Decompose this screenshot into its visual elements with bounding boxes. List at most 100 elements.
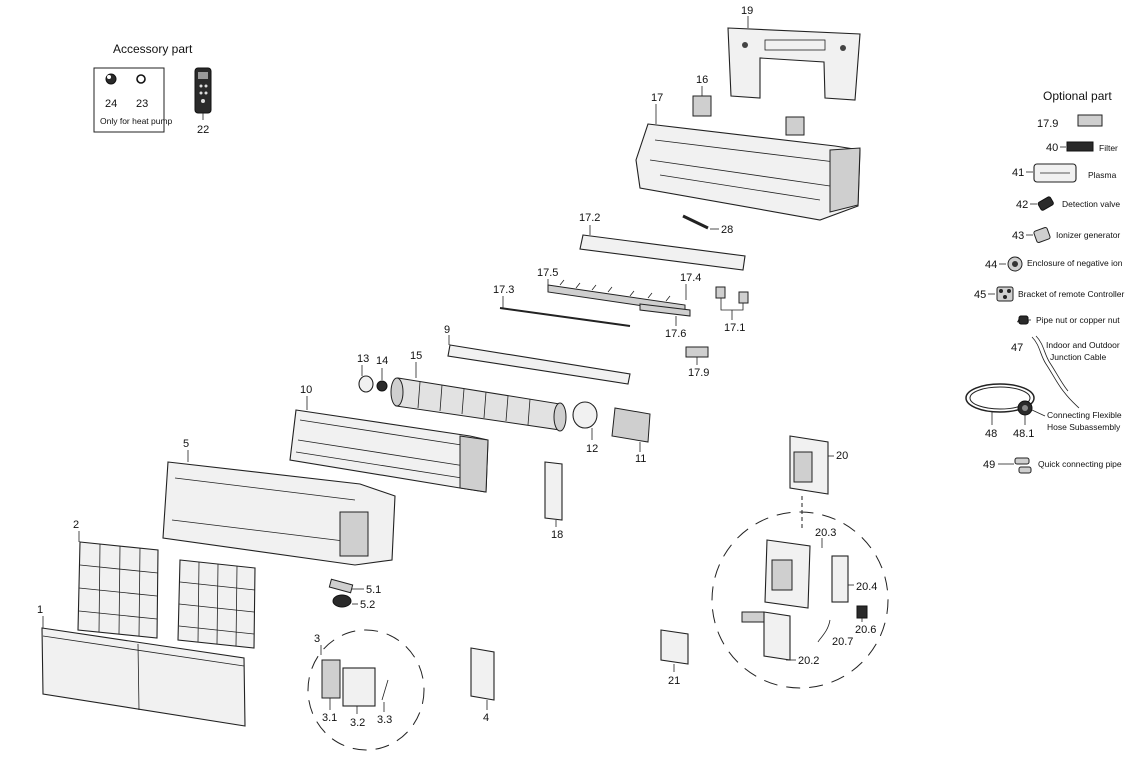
- opt-num-47: 47: [1011, 342, 1023, 354]
- part-16-clip: [692, 95, 712, 117]
- label-28: 28: [721, 224, 733, 236]
- filter-icon: [1066, 141, 1094, 152]
- remote-controller-icon: [194, 67, 212, 114]
- part-18-holder: [544, 461, 563, 521]
- label-3-2: 3.2: [350, 717, 365, 729]
- part-5-front-case: [162, 461, 396, 566]
- label-17-2: 17.2: [579, 212, 600, 224]
- part-17-3-rod: [499, 307, 631, 327]
- part-17-chassis: [635, 123, 861, 221]
- part-2-filter-right: [177, 559, 256, 649]
- label-12: 12: [586, 443, 598, 455]
- part-3-2-cover: [342, 667, 376, 707]
- circle-group-3: [307, 629, 425, 751]
- part-2-filter-left: [77, 541, 159, 639]
- pipe-nut-icon: [1018, 315, 1029, 325]
- opt-num-44: 44: [985, 259, 997, 271]
- part-17-1-motor-right: [738, 291, 749, 304]
- label-2: 2: [73, 519, 79, 531]
- opt-text-48-line2: Hose Subassembly: [1047, 422, 1121, 432]
- label-20-2: 20.2: [798, 655, 819, 667]
- label-3-1: 3.1: [322, 712, 337, 724]
- opt-text-42b: Detection valve: [1062, 199, 1120, 209]
- part-4-terminal-cover: [470, 647, 495, 701]
- display-board-icon: [1077, 114, 1103, 127]
- part-20-7-wire: [817, 619, 831, 643]
- part-10-evaporator: [289, 409, 489, 493]
- part-5-1-pipe-clamp: [328, 578, 354, 594]
- part-23-icon: [136, 74, 146, 84]
- label-17-1: 17.1: [724, 322, 745, 334]
- label-17-9: 17.9: [688, 367, 709, 379]
- label-20-7: 20.7: [832, 636, 853, 648]
- opt-text-49: Quick connecting pipe: [1038, 459, 1122, 469]
- label-21: 21: [668, 675, 680, 687]
- ionizer-generator-icon: [1033, 227, 1051, 243]
- label-9: 9: [444, 324, 450, 336]
- part-3-1-board: [321, 659, 341, 699]
- opt-text-43: Ionizer generator: [1056, 230, 1120, 240]
- part-11-motor-clamp: [611, 407, 651, 443]
- opt-num-43: 43: [1012, 230, 1024, 242]
- part-20-6-relay: [856, 605, 868, 619]
- part-20-2-board: [763, 611, 791, 661]
- opt-text-48-line1: Connecting Flexible: [1047, 410, 1122, 420]
- part-13-bearing: [358, 375, 374, 393]
- label-20-3: 20.3: [815, 527, 836, 539]
- quick-connecting-pipe-icon: [1014, 457, 1032, 474]
- label-20: 20: [836, 450, 848, 462]
- label-10: 10: [300, 384, 312, 396]
- part-28-drain-pipe: [682, 214, 709, 230]
- label-23: 23: [136, 98, 148, 110]
- opt-text-45: Bracket of remote Controller: [1018, 289, 1124, 299]
- flexible-hose-icon: [965, 383, 1035, 416]
- label-20-6: 20.6: [855, 624, 876, 636]
- heat-pump-note: Only for heat pump: [100, 116, 173, 126]
- optional-title: Optional part: [1043, 89, 1112, 103]
- label-11: 11: [635, 453, 646, 465]
- label-20-4: 20.4: [856, 581, 877, 593]
- label-22: 22: [197, 124, 209, 136]
- opt-text-47-line2: Junction Cable: [1050, 352, 1107, 362]
- opt-text-41: Plasma: [1088, 170, 1117, 180]
- opt-num-42: 42: [1016, 199, 1028, 211]
- label-14: 14: [376, 355, 388, 367]
- label-13: 13: [357, 353, 369, 365]
- opt-num-40: 40: [1046, 142, 1058, 154]
- opt-num-41: 41: [1012, 167, 1024, 179]
- label-5-2: 5.2: [360, 599, 375, 611]
- opt-text-44: Enclosure of negative ion: [1027, 258, 1123, 268]
- label-18: 18: [551, 529, 563, 541]
- accessory-box: [93, 67, 165, 133]
- opt-num-45: 45: [974, 289, 986, 301]
- part-17-2-panel: [579, 234, 746, 271]
- part-17-9-display: [685, 346, 709, 358]
- part-21-cover: [660, 629, 689, 665]
- label-4: 4: [483, 712, 489, 724]
- opt-num-49: 49: [983, 459, 995, 471]
- opt-num-17-9: 17.9: [1037, 118, 1058, 130]
- part-24-icon: [105, 73, 117, 85]
- part-9-guide: [447, 344, 631, 385]
- label-16: 16: [696, 74, 708, 86]
- accessory-title: Accessory part: [113, 42, 193, 56]
- label-24: 24: [105, 98, 117, 110]
- part-19-mounting-plate: [727, 27, 861, 101]
- accessory-section: Accessory part 24 23 Only for heat pump …: [93, 42, 212, 136]
- part-17-1-motor-left: [715, 286, 726, 299]
- label-17-5: 17.5: [537, 267, 558, 279]
- label-5: 5: [183, 438, 189, 450]
- part-20-4-board: [831, 555, 849, 603]
- part-20-electric-box: [789, 435, 829, 495]
- opt-text-47-line1: Indoor and Outdoor: [1046, 340, 1120, 350]
- remote-bracket-icon: [996, 286, 1014, 302]
- label-3-3: 3.3: [377, 714, 392, 726]
- junction-cable-icon: [1031, 336, 1080, 409]
- part-17-6-link: [639, 303, 691, 317]
- part-12-fan-motor: [572, 401, 598, 429]
- optional-section: Optional part 17.9 40 Filter 41 Plasma 4…: [965, 89, 1124, 474]
- part-14-bearing-holder: [376, 380, 388, 392]
- part-5-2-screw-cap: [332, 594, 352, 608]
- opt-num-48-1: 48.1: [1013, 428, 1034, 440]
